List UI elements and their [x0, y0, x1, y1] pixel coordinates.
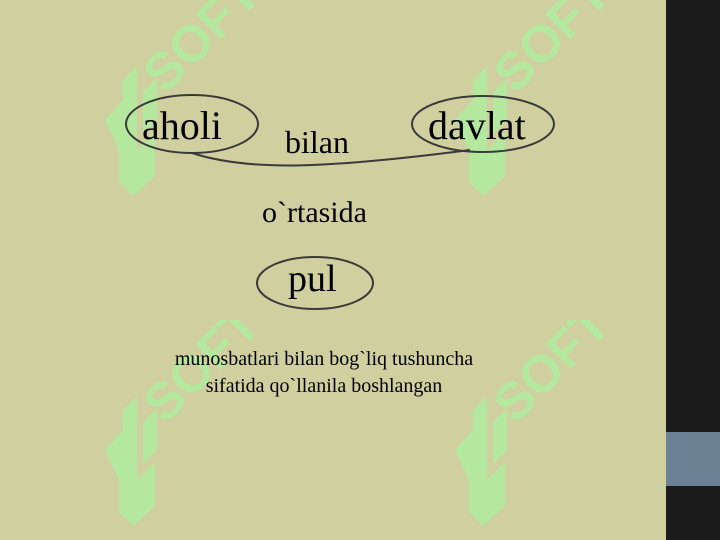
soft-watermark-logo: SOFT	[105, 0, 272, 196]
word-pul: pul	[288, 258, 337, 300]
caption-line-2: sifatida qo`llanila boshlangan	[205, 375, 443, 397]
word-ortasida: o`rtasida	[262, 196, 367, 229]
caption-line-1: munosbatlari bilan bog`liq tushuncha	[174, 348, 474, 370]
diagram-shapes	[125, 94, 555, 310]
caption: munosbatlari bilan bog`liq tushuncha sif…	[100, 346, 548, 400]
right-sidebar	[666, 0, 720, 540]
soft-watermark-logo: SOFT	[105, 320, 272, 526]
sidebar-accent-block	[666, 432, 720, 486]
slide: SOFT SOFT SOFT SOFT aholi davlat bilan o…	[0, 0, 666, 540]
soft-watermark-logo: SOFT	[455, 0, 622, 196]
word-bilan: bilan	[285, 124, 349, 160]
pul-ellipse	[256, 256, 374, 310]
word-aholi: aholi	[142, 103, 222, 148]
davlat-ellipse	[411, 95, 555, 153]
connector-curve	[191, 149, 471, 167]
word-davlat: davlat	[428, 103, 526, 148]
soft-watermark-logo: SOFT	[455, 320, 622, 526]
